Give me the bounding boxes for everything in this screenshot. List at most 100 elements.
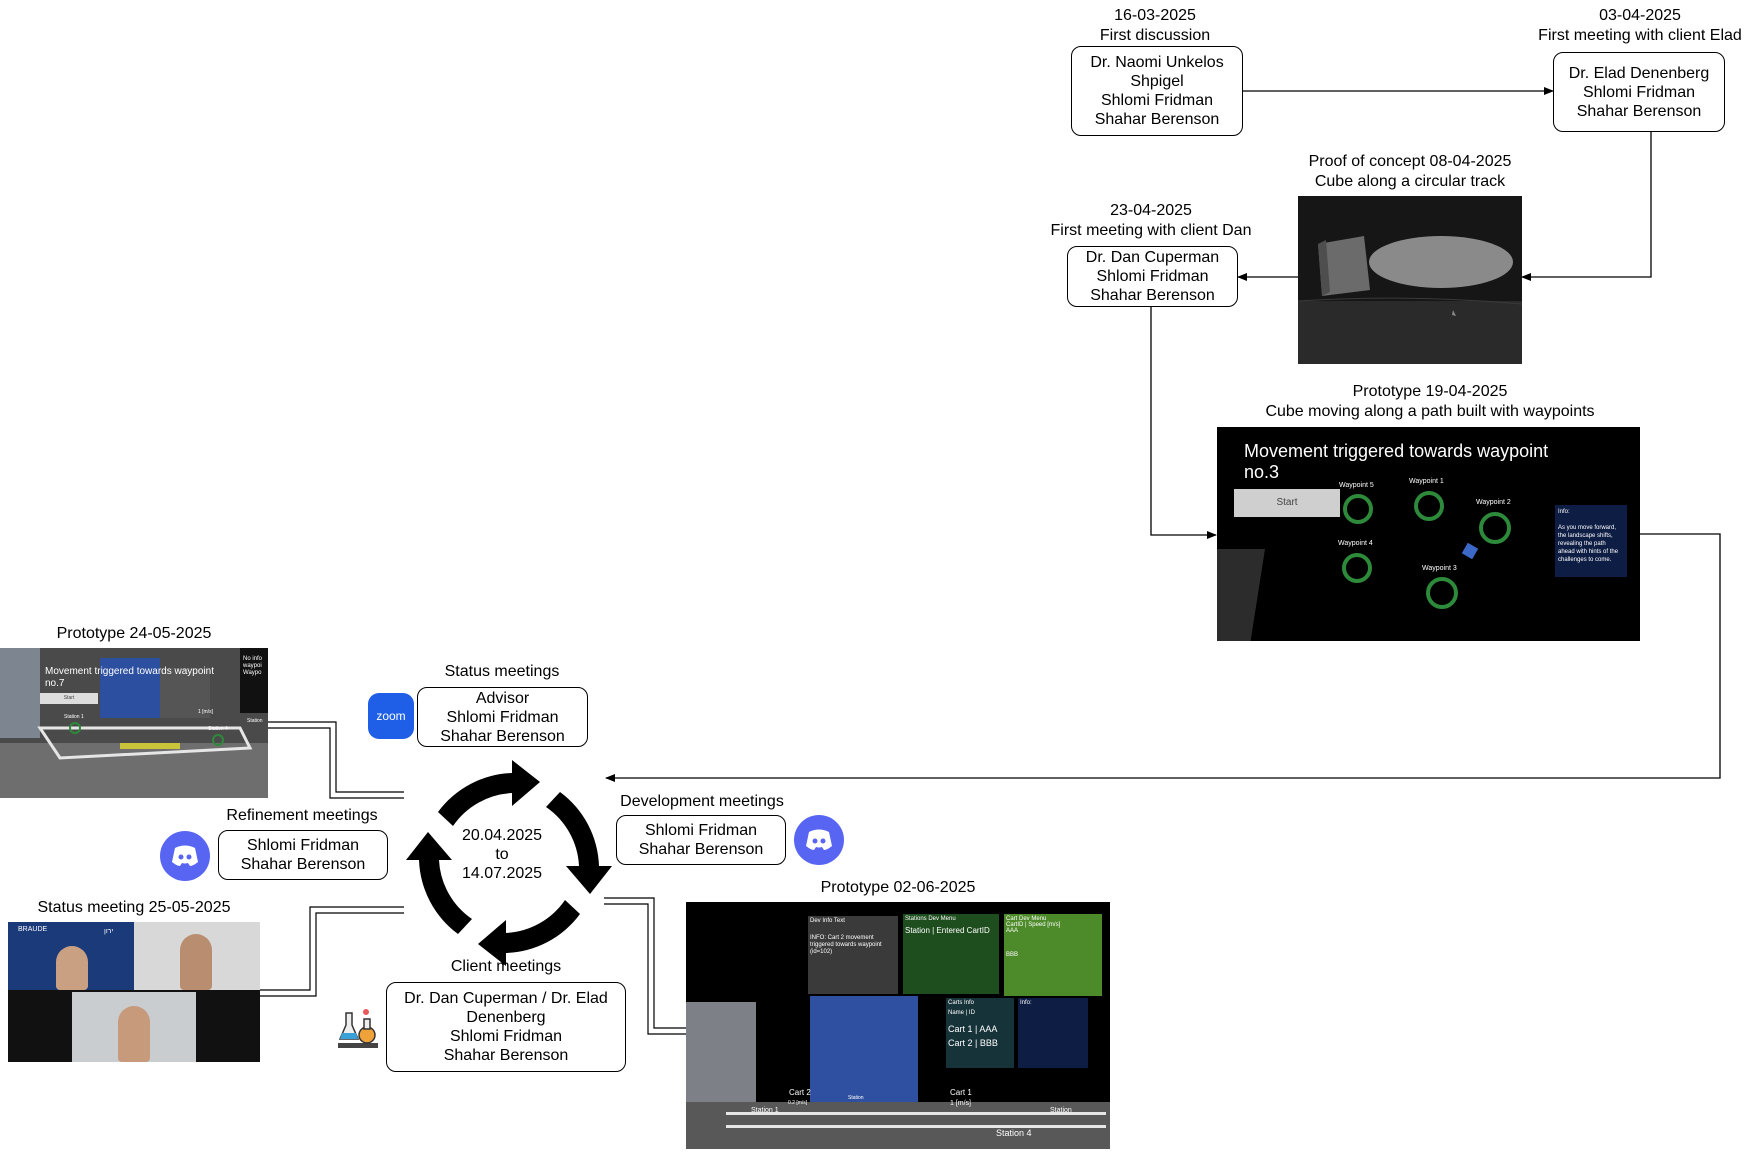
proto-2405-label: Station 1 <box>64 714 84 720</box>
proto-2405-title: Prototype 24-05-2025 <box>56 625 212 642</box>
label: Cart 1 <box>950 1088 972 1097</box>
waypoint-label: Waypoint 4 <box>1338 540 1373 547</box>
person: Shpigel <box>1130 73 1184 90</box>
meeting-dan-title: First meeting with client Dan <box>1050 222 1252 239</box>
waypoint-ring <box>1414 491 1444 521</box>
proto-0206-title: Prototype 02-06-2025 <box>820 879 976 896</box>
proto-1904-heading: Movement triggered towards waypoint no.3 <box>1244 441 1549 482</box>
arrow-proto-to-cycle <box>605 533 1721 782</box>
lab-icon <box>334 1003 382 1051</box>
carts-info-title: Carts Info <box>948 1000 975 1006</box>
proto-1904-start-button[interactable]: Start <box>1234 489 1340 517</box>
label: Station <box>848 1095 864 1101</box>
person-silhouette <box>180 934 212 990</box>
person: Dr. Elad Denenberg <box>1568 64 1710 82</box>
poc-scene <box>1298 236 1522 364</box>
proto-2405-label: Station <box>247 718 263 724</box>
waypoint-label: Waypoint 3 <box>1422 565 1457 572</box>
first-discussion-title: First discussion <box>1099 27 1211 44</box>
cycle-to: 14.07.2025 <box>461 865 543 882</box>
meeting-elad-box: Dr. Elad Denenberg Shlomi Fridman Shahar… <box>1553 52 1725 132</box>
poc-title: Proof of concept 08-04-2025 <box>1308 153 1512 170</box>
label: 0.2 [m/s] <box>788 1100 808 1106</box>
development-meetings-title: Development meetings <box>620 793 784 810</box>
person: Shlomi Fridman <box>1582 83 1696 101</box>
zoom-icon-text: zoom <box>376 709 406 723</box>
logo: ירון <box>104 928 114 935</box>
person: Shlomi Fridman <box>1096 268 1209 285</box>
meeting-dan-box: Dr. Dan Cuperman Shlomi Fridman Shahar B… <box>1067 246 1238 307</box>
dev-info-panel: Dev Info Text INFO: Cart 2 movement trig… <box>808 916 898 994</box>
ground-shape <box>1217 549 1265 641</box>
label: Station 4 <box>996 1128 1032 1138</box>
dev-info-text: INFO: Cart 2 movement triggered towards … <box>810 935 882 955</box>
person-silhouette <box>56 946 88 990</box>
person: Shlomi Fridman <box>1100 92 1214 109</box>
discord-icon <box>794 815 844 865</box>
cycle-arrows <box>406 760 612 966</box>
person: Shlomi Fridman <box>246 837 360 854</box>
label: Station 1 <box>751 1107 779 1114</box>
proto-2405-heading: Movement triggered towards waypoint no.7 <box>45 666 214 689</box>
braude-logo: BRAUDE <box>18 926 48 933</box>
carts-info-panel: Carts Info Name | ID Cart 1 | AAA Cart 2… <box>946 998 1014 1068</box>
label: Cart 2 <box>789 1088 811 1097</box>
stations-menu-title: Stations Dev Menu <box>905 916 956 922</box>
waypoint-label: Waypoint 2 <box>1476 499 1511 506</box>
cycle-to-word: to <box>495 846 509 863</box>
info-panel: Info: <box>1018 998 1088 1068</box>
poc-subtitle: Cube along a circular track <box>1314 173 1506 190</box>
cart-dev-menu: Cart Dev Menu CartID | Speed [m/s] AAA B… <box>1004 914 1102 996</box>
info-title: Info: <box>1020 1000 1032 1006</box>
track <box>726 1112 1106 1128</box>
waypoint-label: Waypoint 1 <box>1409 478 1444 485</box>
refinement-meetings-title: Refinement meetings <box>226 807 378 824</box>
client-meetings-title: Client meetings <box>450 958 562 975</box>
cart-row: BBB <box>1006 952 1019 958</box>
person: Shahar Berenson <box>638 841 764 858</box>
video-tile <box>134 922 260 990</box>
proto-2405-start-button[interactable]: Start <box>40 693 98 704</box>
proto-2405-screenshot: Movement triggered towards waypoint no.7… <box>0 648 268 798</box>
stations-menu-header: Station | Entered CartID <box>905 926 990 935</box>
first-discussion-date: 16-03-2025 <box>1114 7 1196 24</box>
proto-2405-label: 1 [m/s] <box>198 709 214 715</box>
arrow-elad-to-poc <box>1521 132 1652 281</box>
label: Station <box>1050 1107 1072 1114</box>
development-meetings-box: Shlomi Fridman Shahar Berenson <box>616 815 786 865</box>
machine-image <box>810 996 918 1106</box>
cube <box>1461 542 1479 560</box>
arrow-dan-to-proto <box>1150 307 1217 539</box>
discord-icon <box>160 831 210 881</box>
cart-entry: Cart 1 | AAA <box>948 1024 998 1034</box>
dev-info-title: Dev Info Text <box>810 918 845 924</box>
proto-2405-side-text: No info waypoi Waypo <box>243 656 263 676</box>
waypoint-ring <box>1479 512 1511 544</box>
proto-1904-screenshot: Movement triggered towards waypoint no.3… <box>1217 427 1640 641</box>
proto-0206-screenshot: Dev Info Text INFO: Cart 2 movement trig… <box>686 902 1110 1149</box>
person: Dr. Dan Cuperman / Dr. Elad <box>404 990 608 1007</box>
person: Shahar Berenson <box>240 856 366 873</box>
cart-menu-header: CartID | Speed [m/s] <box>1006 922 1061 928</box>
proto-2405-scene <box>0 648 268 798</box>
cycle-from: 20.04.2025 <box>461 827 543 844</box>
meeting-dan-date: 23-04-2025 <box>1110 202 1192 219</box>
info-title: Info: <box>1558 509 1570 515</box>
status-meetings-box: Advisor Shlomi Fridman Shahar Berenson <box>417 687 588 747</box>
refinement-meetings-box: Shlomi Fridman Shahar Berenson <box>218 830 388 880</box>
cart-entry: Cart 2 | BBB <box>948 1038 998 1048</box>
meeting-elad-date: 03-04-2025 <box>1599 7 1681 24</box>
status-meeting-2505-screenshot: BRAUDE ירון <box>8 922 260 1062</box>
poc-screenshot <box>1298 196 1522 364</box>
person: Denenberg <box>466 1009 546 1026</box>
stations-dev-menu: Stations Dev Menu Station | Entered Cart… <box>903 914 999 994</box>
person: Shahar Berenson <box>1090 287 1215 304</box>
info-text: As you move forward, the landscape shift… <box>1558 525 1619 563</box>
proto-1904-title: Prototype 19-04-2025 <box>1352 383 1508 400</box>
first-discussion-box: Dr. Naomi Unkelos Shpigel Shlomi Fridman… <box>1071 46 1243 136</box>
label: 1 [m/s] <box>950 1100 972 1107</box>
person: Shahar Berenson <box>440 727 565 745</box>
waypoint-ring <box>1342 553 1372 583</box>
person: Dr. Dan Cuperman <box>1085 249 1220 266</box>
